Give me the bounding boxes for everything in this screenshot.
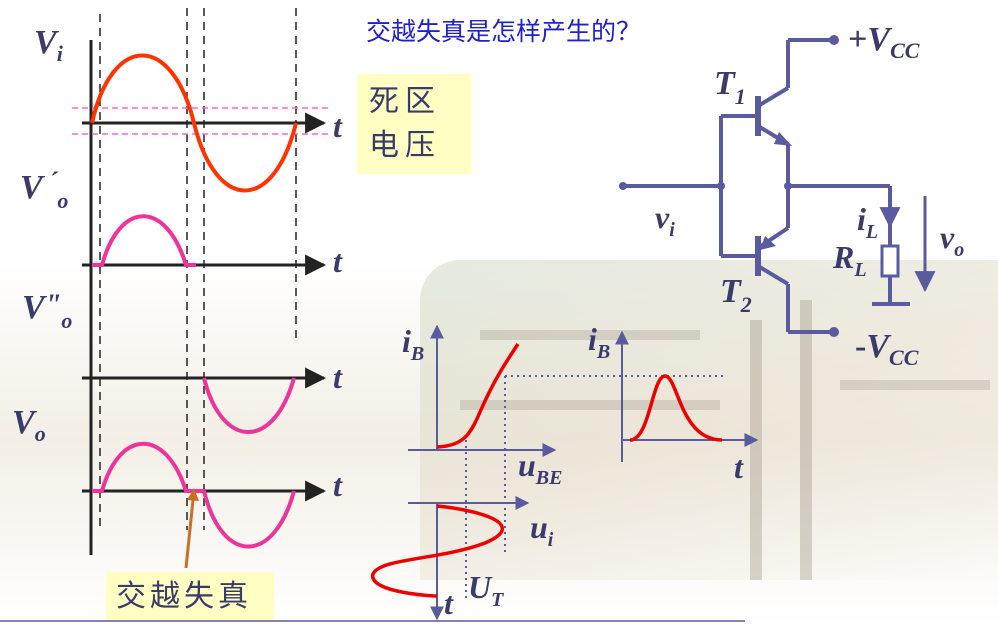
ib-output-pulse (629, 374, 723, 442)
vo-double-negative-half (202, 377, 296, 434)
caption-pointer-head (187, 488, 199, 501)
label-vo-output: vo (940, 219, 964, 261)
load-resistor (880, 244, 900, 278)
crossover-distortion-caption: 交越失真 (106, 572, 274, 622)
label-vcc-neg: -VCC (855, 328, 919, 370)
label-t-bottom: t (444, 585, 454, 621)
input-sine-wave (90, 53, 298, 193)
time-label: t (333, 243, 343, 279)
label-vo-prime: V´o (20, 167, 68, 213)
label-t2: T2 (720, 273, 752, 317)
t1-emitter-arrow (774, 132, 792, 146)
label-t-right: t (734, 449, 744, 485)
dead-zone-note: 死区 电压 (357, 74, 471, 174)
vo-prime-positive-half (92, 214, 196, 267)
time-label: t (333, 108, 343, 144)
push-pull-circuit (623, 38, 910, 334)
label-t1: T1 (714, 65, 746, 109)
input-characteristic-curve (436, 343, 520, 449)
t1-collector (756, 86, 790, 108)
background-desk (480, 330, 700, 340)
caption-pointer (184, 499, 195, 569)
dead-zone-note-line2: 电压 (369, 128, 441, 163)
label-ib-right: iB (588, 321, 610, 363)
vcc-neg-terminal (829, 327, 839, 337)
label-il: iL (857, 201, 878, 243)
label-ui: ui (530, 509, 554, 551)
classroom-background (420, 260, 998, 580)
label-vi: Vi (34, 24, 64, 66)
t2-emitter-arrow (760, 236, 776, 250)
base-junction (717, 182, 725, 190)
background-post (800, 300, 812, 580)
label-vo: Vo (12, 404, 46, 446)
input-signal-curve (371, 504, 504, 598)
background-desk (460, 400, 720, 410)
label-ut: UT (468, 569, 504, 611)
label-ib-left: iB (402, 323, 424, 365)
time-label: t (333, 467, 343, 503)
dead-zone-note-line1: 死区 (369, 84, 441, 119)
label-rl: RL (832, 239, 867, 281)
label-vi-input: vi (655, 199, 675, 241)
emitter-junction (784, 182, 792, 190)
label-vo-double: V"o (22, 288, 72, 333)
background-desk (840, 380, 990, 390)
label-vcc-pos: +VCC (848, 21, 920, 63)
vcc-pos-terminal (829, 35, 839, 45)
input-terminal (619, 182, 627, 190)
background-post (750, 320, 762, 580)
time-label: t (333, 359, 343, 395)
t2-collector (756, 264, 790, 286)
label-ube: uBE (518, 447, 562, 489)
slide-title: 交越失真是怎样产生的？ (366, 17, 642, 46)
